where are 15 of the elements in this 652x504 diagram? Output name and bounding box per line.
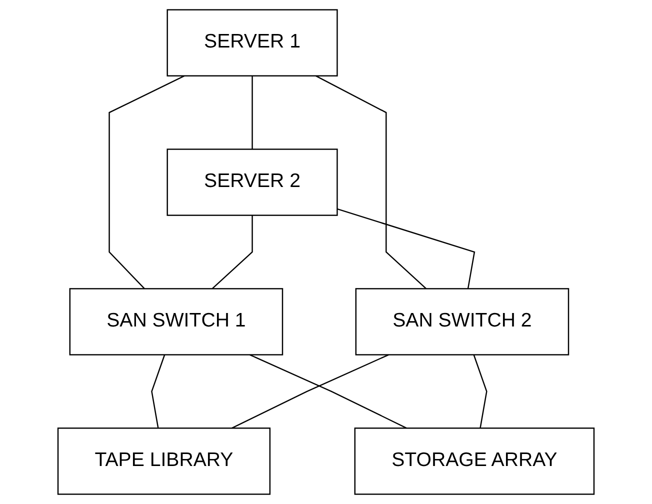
- connector: [473, 354, 488, 428]
- connector: [151, 354, 166, 428]
- node-box: [354, 428, 595, 495]
- node-box: [166, 148, 338, 216]
- connector: [252, 76, 253, 150]
- connector: [212, 215, 253, 290]
- connector: [315, 75, 427, 290]
- node-box: [166, 9, 338, 76]
- node-box: [355, 288, 570, 356]
- connector: [108, 75, 185, 290]
- node-box: [69, 288, 284, 356]
- connector: [231, 354, 389, 429]
- node-box: [57, 428, 271, 495]
- connector: [337, 208, 476, 289]
- connector: [249, 354, 407, 429]
